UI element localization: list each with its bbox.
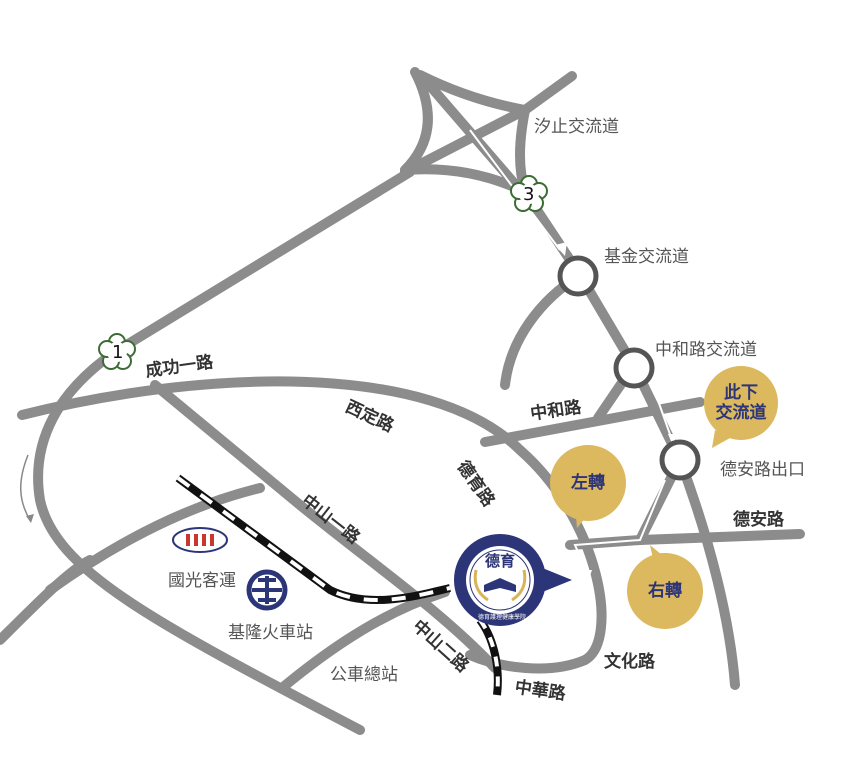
label-wenhua-road: 文化路	[604, 652, 655, 672]
label-dean-exit: 德安路出口	[720, 460, 805, 480]
school-logo	[454, 534, 572, 626]
kuo-kuang-logo-icon	[172, 527, 228, 553]
label-bus-terminal: 公車總站	[330, 665, 398, 685]
bubble-badouzi-interchange: 此下 交流道	[704, 366, 778, 440]
school-logo-name: 德育	[485, 552, 516, 570]
highway-3-marker-icon	[510, 175, 548, 212]
tra-station-logo-icon	[246, 569, 288, 611]
bubble-tail	[712, 430, 730, 448]
label-zhonghe-interchange: 中和路交流道	[655, 340, 757, 360]
direction-arrowhead-icon	[26, 514, 34, 523]
book-icon	[484, 578, 516, 592]
direction-arrow-icon	[20, 454, 31, 521]
bubble-turn-right: 右轉	[627, 553, 703, 629]
interchange-zhonghe-icon	[613, 347, 655, 389]
road	[277, 587, 450, 693]
railway-dash	[478, 618, 500, 696]
label-jijin-interchange: 基金交流道	[604, 247, 689, 267]
label-keelung-station: 基隆火車站	[228, 623, 313, 643]
bubble-turn-left: 左轉	[550, 445, 626, 521]
highway-1-number: 1	[112, 342, 124, 363]
highway-3-number: 3	[523, 184, 535, 205]
label-kuo-kuang: 國光客運	[168, 571, 236, 591]
label-dean-road: 德安路	[733, 510, 784, 530]
laurel-icon	[473, 569, 527, 602]
highway-1	[33, 167, 415, 735]
road	[45, 483, 265, 595]
road-zhongshan	[150, 380, 500, 673]
interchange-dean-icon	[659, 439, 701, 481]
highway-1-marker-icon	[98, 333, 136, 370]
road-zhonghe	[480, 397, 705, 447]
interchange-jijin-icon	[557, 255, 599, 297]
school-logo-subtitle: 德育護理健康學院	[478, 614, 527, 621]
road-interchange	[400, 67, 433, 175]
label-xizhi-interchange: 汐止交流道	[534, 117, 619, 137]
railway	[175, 474, 451, 604]
